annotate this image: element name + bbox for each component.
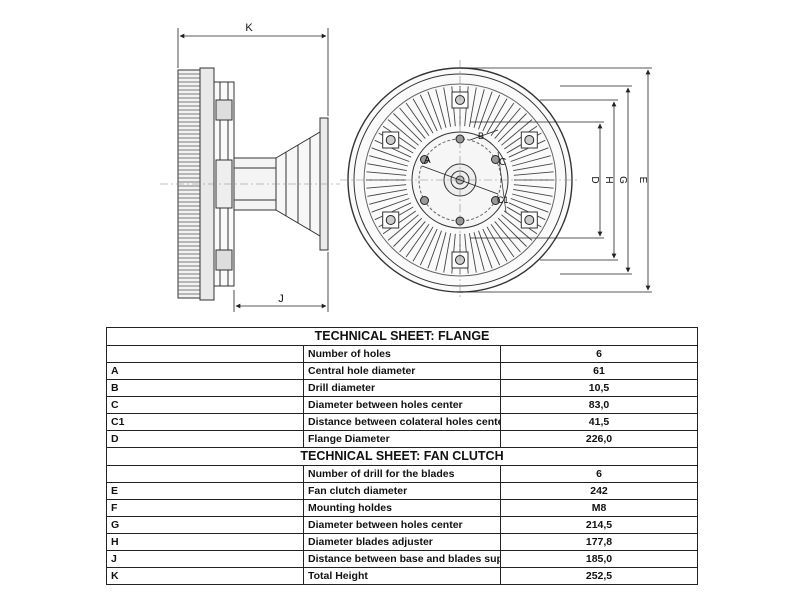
row-label: Central hole diameter: [303, 362, 501, 380]
row-code: F: [106, 499, 304, 517]
row-value: 83,0: [500, 396, 698, 414]
row-code: [106, 465, 304, 483]
row-value: 10,5: [500, 379, 698, 397]
section-title: TECHNICAL SHEET: FLANGE: [106, 327, 698, 346]
row-label: Diameter between holes center: [303, 396, 501, 414]
row-value: M8: [500, 499, 698, 517]
label-j: J: [278, 293, 284, 305]
row-code: D: [106, 430, 304, 448]
side-view: [160, 67, 340, 301]
row-label: Diameter blades adjuster: [303, 533, 501, 551]
row-code: J: [106, 550, 304, 568]
section-header-flange: TECHNICAL SHEET: FLANGE: [106, 327, 698, 346]
row-label: Total Height: [303, 567, 501, 585]
label-b: B: [478, 131, 484, 141]
row-label: Number of holes: [303, 345, 501, 363]
technical-drawing: K J A B C C1: [160, 22, 652, 312]
label-d: D: [589, 176, 600, 183]
section-header-fan-clutch: TECHNICAL SHEET: FAN CLUTCH: [106, 447, 698, 466]
row-code: G: [106, 516, 304, 534]
dimension-j: [233, 252, 329, 312]
row-value: 61: [500, 362, 698, 380]
row-label: Distance between base and blades support: [303, 550, 501, 568]
row-label: Distance between colateral holes center: [303, 413, 501, 431]
row-value: 41,5: [500, 413, 698, 431]
label-c: C: [499, 157, 506, 168]
dimension-k: [177, 28, 329, 116]
row-label: Number of drill for the blades: [303, 465, 501, 483]
row-value: 185,0: [500, 550, 698, 568]
row-code: C: [106, 396, 304, 414]
row-value: 214,5: [500, 516, 698, 534]
front-view: [340, 60, 580, 300]
section-title: TECHNICAL SHEET: FAN CLUTCH: [106, 447, 698, 466]
row-value: 6: [500, 345, 698, 363]
row-label: Mounting holdes: [303, 499, 501, 517]
row-code: H: [106, 533, 304, 551]
label-e: E: [637, 177, 648, 184]
row-label: Drill diameter: [303, 379, 501, 397]
row-code: [106, 345, 304, 363]
row-value: 226,0: [500, 430, 698, 448]
label-k: K: [245, 22, 253, 34]
row-code: A: [106, 362, 304, 380]
row-value: 252,5: [500, 567, 698, 585]
row-label: Flange Diameter: [303, 430, 501, 448]
label-g: G: [617, 176, 628, 184]
row-value: 242: [500, 482, 698, 500]
row-value: 177,8: [500, 533, 698, 551]
label-c1: C1: [497, 195, 509, 205]
row-value: 6: [500, 465, 698, 483]
label-h: H: [603, 176, 614, 183]
row-code: B: [106, 379, 304, 397]
row-code: K: [106, 567, 304, 585]
row-code: C1: [106, 413, 304, 431]
label-a: A: [424, 155, 431, 166]
row-label: Fan clutch diameter: [303, 482, 501, 500]
row-label: Diameter between holes center: [303, 516, 501, 534]
row-code: E: [106, 482, 304, 500]
vertical-dimensions: [460, 67, 652, 293]
